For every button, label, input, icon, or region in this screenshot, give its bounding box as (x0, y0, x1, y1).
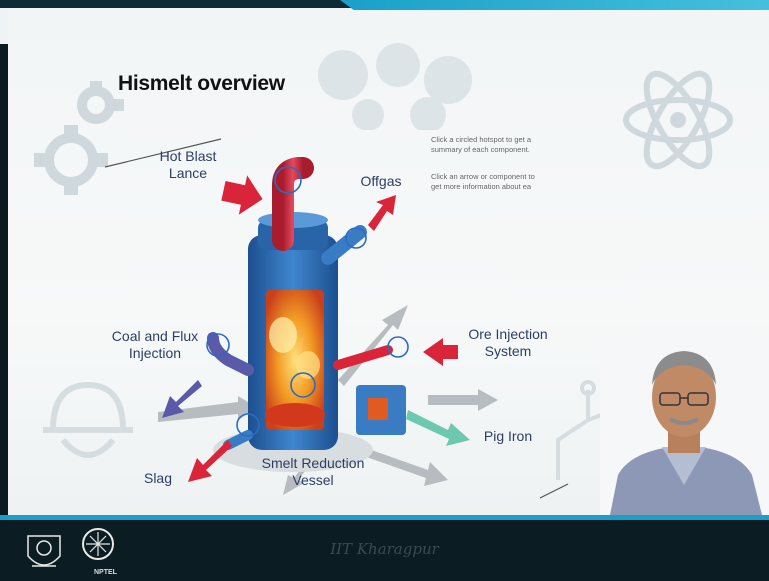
app-icons-cluster (298, 40, 488, 130)
label-line: Injection (100, 345, 210, 362)
ore-injection-lance[interactable] (338, 350, 388, 365)
nptel-label: NPTEL (94, 569, 117, 576)
label-line: Coal and Flux (100, 328, 210, 345)
slide-title: Hismelt overview (118, 72, 285, 96)
label-line: Lance (148, 165, 228, 182)
label-line: Smelt Reduction (253, 455, 373, 472)
footer-accent-strip (0, 515, 769, 520)
label-line: Vessel (253, 472, 373, 489)
ore-arrow[interactable] (423, 338, 458, 366)
label-coal-flux[interactable]: Coal and Flux Injection (100, 328, 210, 362)
label-vessel[interactable]: Smelt Reduction Vessel (253, 455, 373, 489)
label-offgas[interactable]: Offgas (351, 173, 411, 190)
label-line: Hot Blast (148, 148, 228, 165)
presenter-video (600, 335, 769, 515)
atom-icon (618, 60, 738, 180)
label-hot-blast-lance[interactable]: Hot Blast Lance (148, 148, 228, 182)
offgas-arrow[interactable] (368, 195, 396, 231)
label-slag[interactable]: Slag (138, 470, 178, 487)
label-line: Ore Injection (458, 326, 558, 343)
label-pig-iron[interactable]: Pig Iron (473, 428, 543, 445)
footer-institute-text: IIT Kharagpur (0, 540, 769, 558)
pig-iron-arrow[interactable] (406, 410, 470, 446)
label-line: System (458, 343, 558, 360)
label-ore-injection[interactable]: Ore Injection System (458, 326, 558, 360)
coal-flux-lance[interactable] (213, 338, 248, 370)
